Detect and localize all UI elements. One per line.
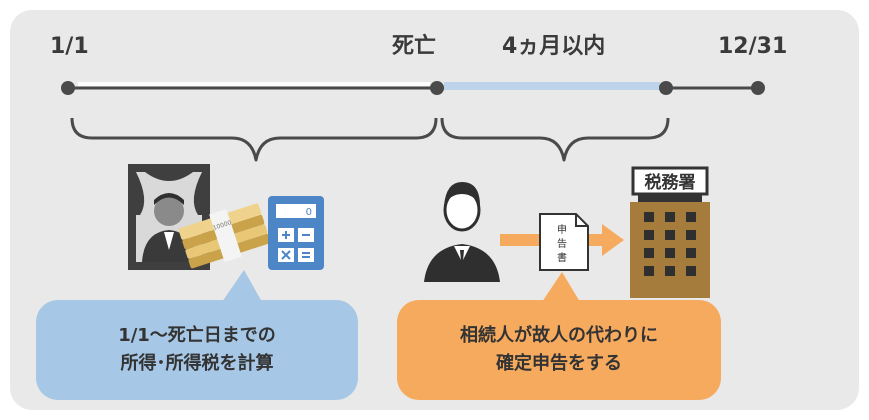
tax-office-building-icon: 税務署	[630, 166, 710, 298]
document-char-3: 書	[557, 251, 567, 264]
death-point	[430, 81, 444, 95]
calculator-icon: 0	[268, 196, 324, 270]
document-char-1: 申	[557, 223, 567, 236]
tax-return-line-1: 相続人が故人の代わりに	[460, 325, 658, 346]
blue-bubble-pointer	[222, 270, 262, 302]
tax-office-sign: 税務署	[645, 172, 696, 193]
end-date-label: 12/31	[718, 34, 788, 59]
deadline-point	[659, 81, 673, 95]
start-point	[61, 81, 75, 95]
death-label: 死亡	[392, 34, 437, 59]
start-date-label: 1/1	[50, 34, 89, 59]
income-calculation-line-1: 1/1～死亡日までの	[118, 325, 276, 346]
money-stack-icon: 10000	[178, 203, 271, 269]
income-calculation-box: 1/1～死亡日までの 所得･所得税を計算	[36, 300, 358, 400]
left-brace	[70, 117, 438, 162]
orange-bubble-pointer	[542, 272, 580, 302]
right-brace	[440, 117, 670, 162]
document-char-2: 告	[557, 237, 567, 250]
tax-return-line-2: 確定申告をする	[496, 353, 622, 374]
end-point	[751, 81, 765, 95]
timeline	[61, 81, 765, 95]
income-calculation-line-2: 所得･所得税を計算	[120, 353, 274, 374]
svg-text:0: 0	[306, 207, 312, 218]
heir-person-icon	[424, 182, 500, 282]
tax-return-document-icon: 申 告 書	[539, 213, 589, 271]
tax-return-filing-box: 相続人が故人の代わりに 確定申告をする	[397, 300, 721, 400]
deadline-label: 4ヵ月以内	[502, 34, 606, 59]
